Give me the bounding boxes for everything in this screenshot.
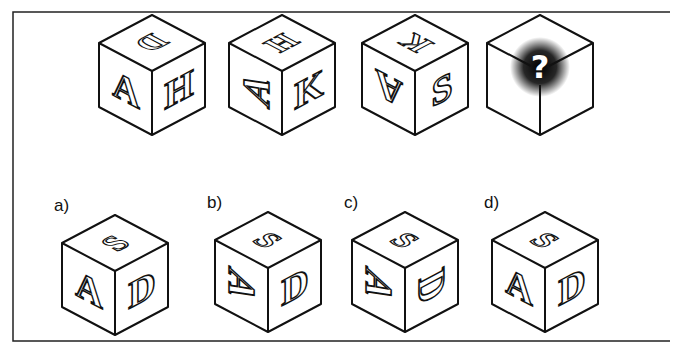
face-letter: A bbox=[499, 255, 539, 316]
face-letter: A bbox=[106, 58, 146, 119]
question-cube: ? bbox=[487, 15, 593, 135]
face-letter: S bbox=[422, 58, 462, 119]
cube-edge bbox=[267, 268, 269, 332]
cube-edge bbox=[229, 15, 335, 135]
face-letter: H bbox=[253, 28, 311, 58]
cube-edge bbox=[487, 43, 531, 66]
cube-edge bbox=[151, 71, 153, 135]
cube-edge bbox=[99, 15, 205, 135]
cube-edge bbox=[487, 15, 593, 135]
cube-edge bbox=[549, 43, 593, 66]
option-label: a) bbox=[54, 197, 69, 215]
cube-edge bbox=[404, 268, 406, 332]
face-letter: A bbox=[359, 255, 399, 316]
face-letter: K bbox=[386, 28, 444, 58]
option-label: d) bbox=[484, 194, 499, 212]
cube-edge bbox=[362, 15, 468, 135]
face-letter: D bbox=[275, 255, 315, 316]
face-letter: S bbox=[376, 225, 434, 255]
face-letter: K bbox=[289, 58, 329, 119]
question-cube: DAH bbox=[99, 15, 205, 135]
face-letter: A bbox=[236, 58, 276, 119]
face-letter: S bbox=[239, 225, 297, 255]
question-mark: ? bbox=[520, 47, 560, 87]
cube-edge bbox=[414, 71, 416, 135]
cube-edge bbox=[114, 271, 116, 335]
face-letter: A bbox=[222, 255, 262, 316]
cube-edge bbox=[62, 215, 168, 335]
option-label: b) bbox=[207, 194, 222, 212]
option-label: c) bbox=[344, 194, 358, 212]
frame-line bbox=[13, 12, 670, 341]
answer-cube: c)SAD bbox=[352, 212, 458, 332]
face-letter: D bbox=[123, 28, 181, 58]
face-letter: D bbox=[412, 255, 452, 316]
answer-cube: b)SAD bbox=[215, 212, 321, 332]
cube-edge bbox=[281, 71, 283, 135]
face-letter: D bbox=[552, 255, 592, 316]
cube-edge bbox=[539, 85, 541, 135]
face-letter: D bbox=[122, 258, 162, 319]
face-letter: S bbox=[516, 225, 574, 255]
cube-edge bbox=[492, 212, 598, 332]
answer-cube: d)SAD bbox=[492, 212, 598, 332]
face-letter: S bbox=[86, 228, 144, 258]
question-cube: HAK bbox=[229, 15, 335, 135]
question-cube: KAS bbox=[362, 15, 468, 135]
cube-edge bbox=[352, 212, 458, 332]
cube-edge bbox=[215, 212, 321, 332]
face-letter: A bbox=[369, 58, 409, 119]
face-letter: A bbox=[69, 258, 109, 319]
face-letter: H bbox=[159, 58, 199, 119]
answer-cube: a)SAD bbox=[62, 215, 168, 335]
cube-edge bbox=[544, 268, 546, 332]
